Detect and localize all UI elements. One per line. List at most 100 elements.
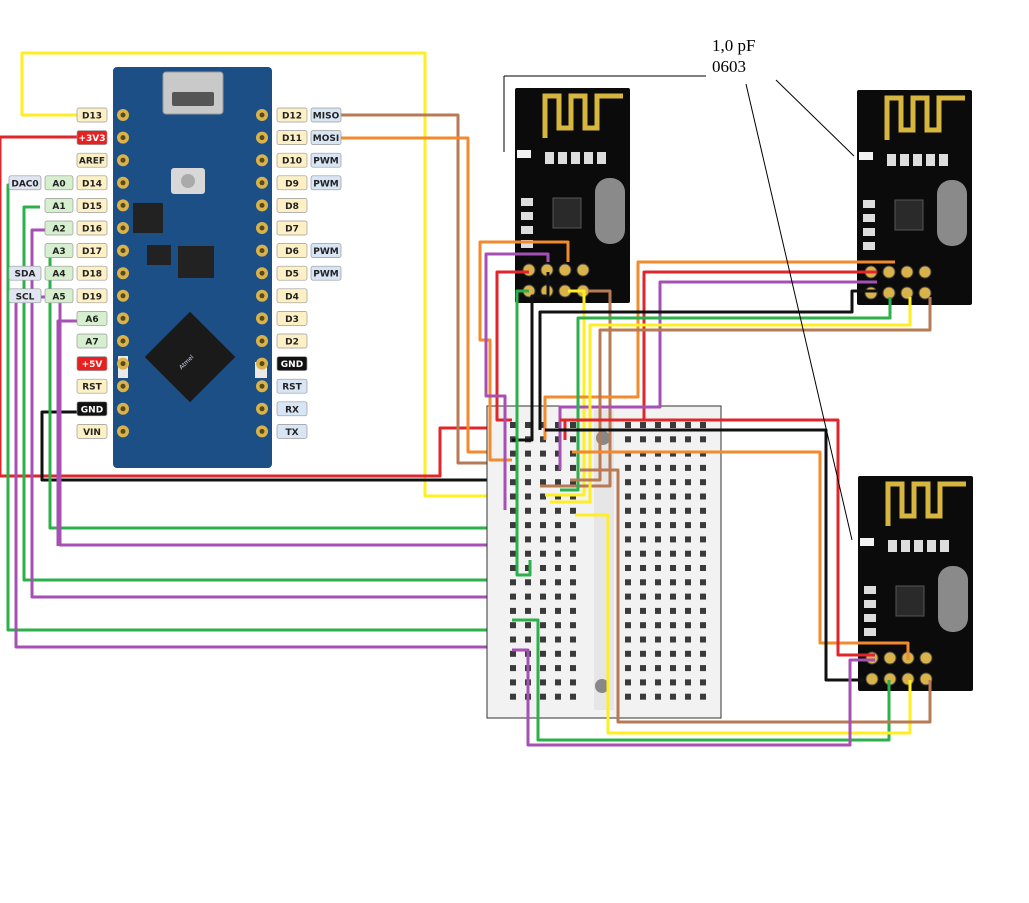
breadboard-hole [640, 693, 646, 700]
breadboard-hole [685, 579, 691, 586]
smd-component [521, 226, 533, 234]
breadboard-hole [670, 579, 676, 586]
breadboard-hole [510, 450, 516, 457]
left-pin-label-box [76, 378, 108, 394]
breadboard-hole [655, 507, 661, 514]
breadboard-hole [570, 536, 576, 543]
breadboard-hole [640, 507, 646, 514]
breadboard-hole [555, 479, 561, 486]
breadboard-hole [670, 607, 676, 614]
breadboard-hole [555, 693, 561, 700]
analog-pin-label-box [44, 220, 74, 236]
pin-pad-hole [120, 338, 126, 344]
right-pin-label-box [276, 401, 308, 417]
pin-pad-hole [259, 383, 265, 389]
breadboard-hole [670, 593, 676, 600]
pin-pad-hole [120, 428, 126, 434]
right-extra-label-box [310, 152, 342, 168]
breadboard-hole [525, 422, 531, 428]
breadboard-hole [640, 450, 646, 457]
breadboard-hole [625, 622, 631, 629]
alt-pin-label-box [8, 265, 42, 281]
right-pin-label: D8 [285, 202, 299, 212]
breadboard-hole [685, 650, 691, 657]
wire-m3-ce [512, 618, 891, 742]
breadboard-hole [540, 493, 546, 500]
breadboard-hole [700, 665, 706, 672]
breadboard-hole [655, 522, 661, 529]
breadboard-hole [655, 493, 661, 500]
smd-component [545, 152, 554, 164]
breadboard-hole [525, 536, 531, 543]
analog-pin-label-box [44, 265, 74, 281]
breadboard-hole [670, 536, 676, 543]
breadboard-hole [555, 536, 561, 543]
breadboard-hole [525, 607, 531, 614]
smd-component [901, 540, 910, 552]
right-extra-label-box [310, 265, 342, 281]
pin-pad-hole [120, 135, 126, 141]
wire-m3-csn [512, 648, 875, 747]
pin-pad-hole [259, 135, 265, 141]
wire-m2-ce [560, 297, 892, 492]
wire-m2-mosi [550, 297, 912, 504]
breadboard-hole [670, 693, 676, 700]
capacitor-0603 [517, 150, 531, 158]
breadboard-hole [670, 436, 676, 443]
breadboard-hole [510, 693, 516, 700]
chip-small [147, 245, 171, 265]
pin-pad-hole [120, 270, 126, 276]
breadboard-hole [700, 607, 706, 614]
alt-pin-label-box [8, 288, 42, 304]
breadboard-hole [625, 493, 631, 500]
right-pin-label-box [276, 333, 308, 349]
breadboard-hole [540, 636, 546, 643]
breadboard-hole [555, 550, 561, 557]
breadboard-hole [570, 665, 576, 672]
pin-pad-hole [259, 112, 265, 118]
breadboard-hole [640, 422, 646, 428]
analog-pin-label: A4 [52, 270, 65, 280]
breadboard-hole [555, 636, 561, 643]
breadboard-hole [685, 507, 691, 514]
module-header-pin [522, 263, 536, 277]
breadboard-hole [685, 436, 691, 443]
smd-component [940, 540, 949, 552]
breadboard-hole [670, 679, 676, 686]
right-extra-label-box [310, 243, 342, 258]
left-pin-label-box [76, 401, 108, 417]
breadboard-hole [510, 579, 516, 586]
breadboard-hole [625, 593, 631, 600]
pin-pad-hole [120, 248, 126, 254]
breadboard-hole [570, 679, 576, 686]
annotation-line1: 1,0 pF [712, 36, 755, 55]
smd-component [926, 154, 935, 166]
breadboard-hole [570, 650, 576, 657]
wire-m3-mosi [575, 513, 912, 735]
smd-component [863, 200, 875, 208]
breadboard-hole [655, 565, 661, 571]
breadboard-hole [685, 693, 691, 700]
smd-component [558, 152, 567, 164]
pin-pad-hole [120, 406, 126, 412]
breadboard-hole [555, 650, 561, 657]
analog-pin-label: A2 [52, 225, 65, 235]
right-extra-label: MOSI [313, 134, 339, 144]
right-extra-label-box [310, 130, 342, 145]
pin-pad-hole [120, 383, 126, 389]
nrf24-module-2 [857, 90, 972, 305]
pin-pad-hole [259, 248, 265, 254]
breadboard-hole [655, 665, 661, 672]
left-pin-label-box [76, 175, 108, 191]
analog-pin-label-box [44, 288, 74, 304]
breadboard-hole [525, 493, 531, 500]
breadboard-hole [655, 550, 661, 557]
breadboard-hole [555, 593, 561, 600]
pin-pad-hole [259, 428, 265, 434]
left-pin-label-box [76, 424, 108, 439]
breadboard-hole [540, 422, 546, 428]
breadboard-hole [670, 522, 676, 529]
usb-port-icon [172, 92, 214, 106]
breadboard-hole [685, 450, 691, 457]
breadboard-mount-hole-bottom [595, 679, 609, 693]
